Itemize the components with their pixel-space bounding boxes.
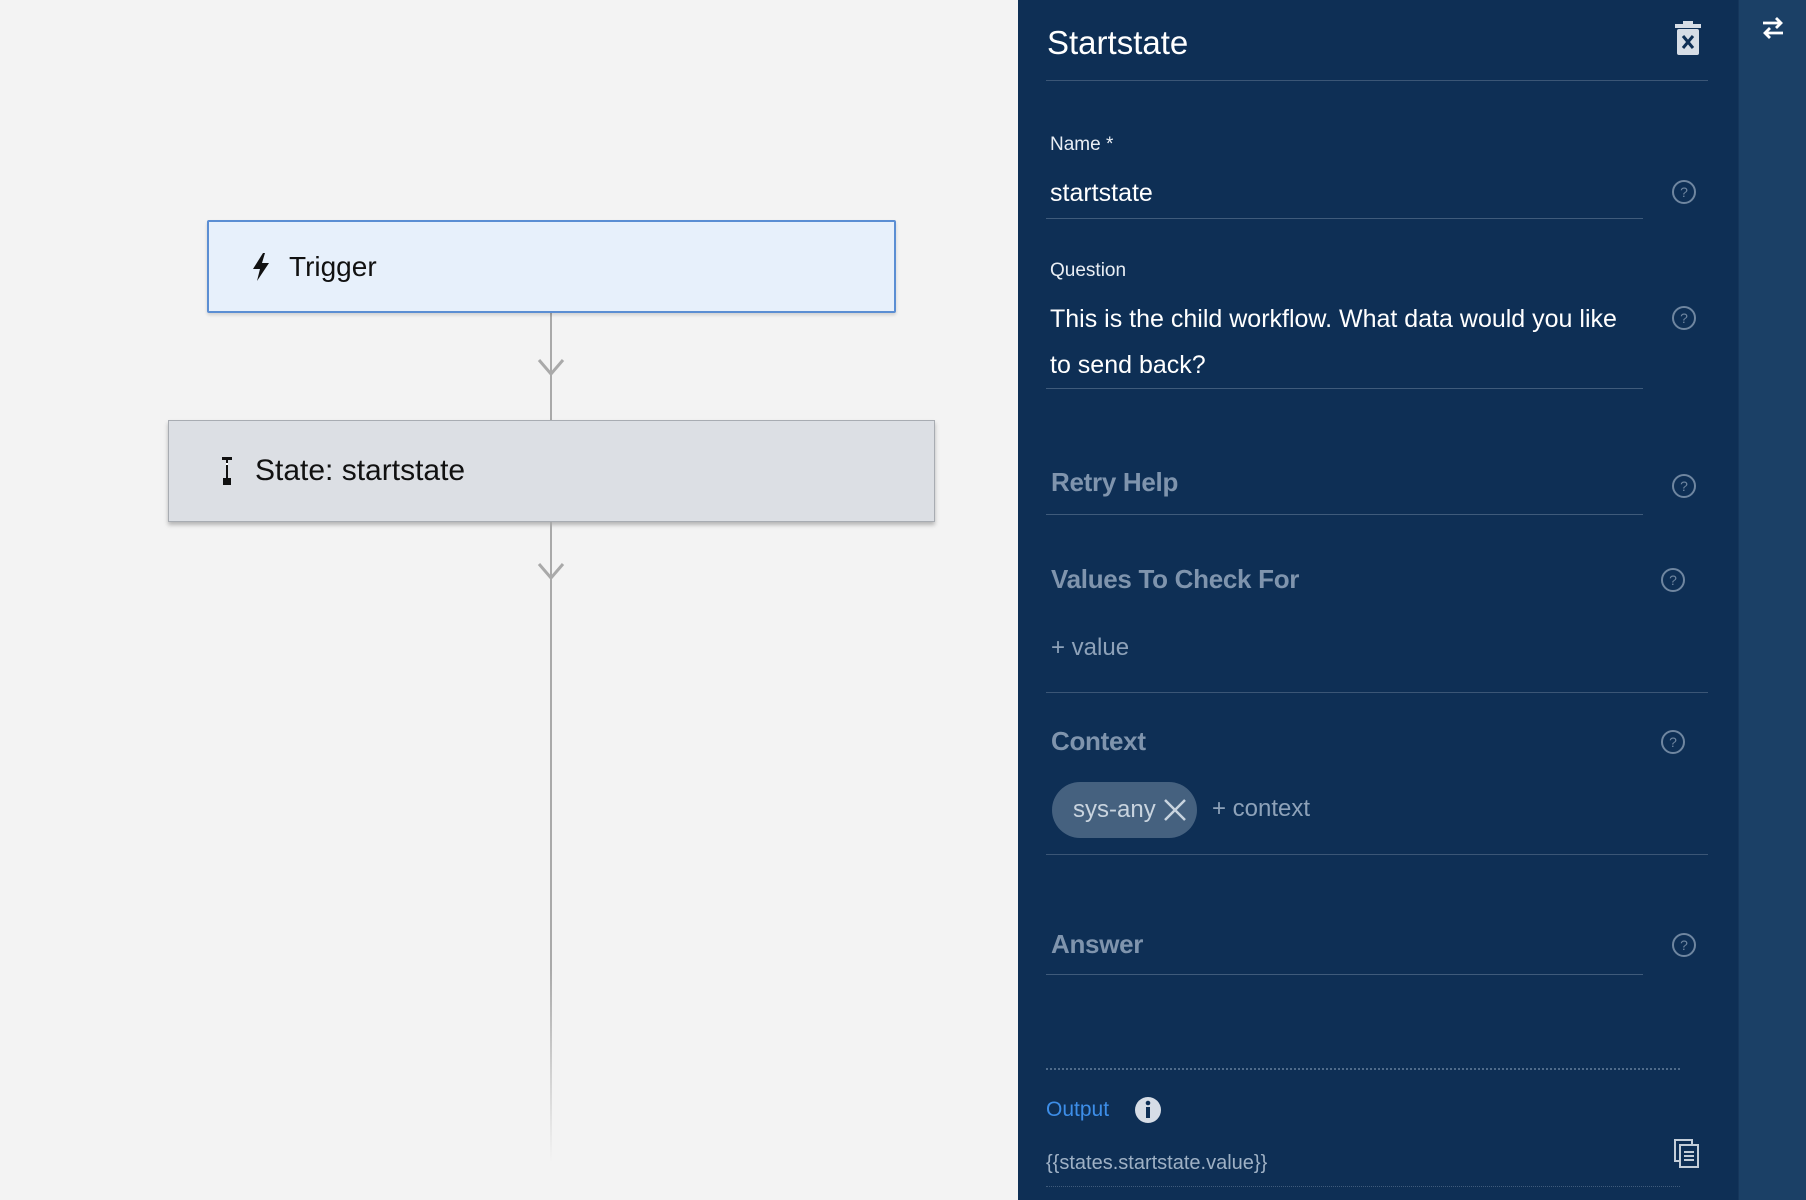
context-chip: sys-any bbox=[1052, 782, 1197, 838]
svg-text:?: ? bbox=[1680, 478, 1688, 494]
text-cursor-icon bbox=[213, 455, 241, 487]
add-context-link[interactable]: + context bbox=[1212, 795, 1311, 822]
name-label: Name * bbox=[1050, 134, 1114, 155]
svg-text:?: ? bbox=[1680, 937, 1688, 953]
context-divider bbox=[1046, 854, 1708, 855]
retry-help-field[interactable]: Retry Help bbox=[1051, 467, 1179, 497]
panel-title: Startstate bbox=[1047, 24, 1189, 61]
question-input[interactable]: This is the child workflow. What data wo… bbox=[1050, 305, 1617, 379]
context-chip-label: sys-any bbox=[1073, 796, 1156, 823]
trash-icon bbox=[1673, 21, 1703, 60]
help-icon[interactable]: ? bbox=[1671, 179, 1697, 205]
workflow-canvas[interactable]: Trigger State: startstate bbox=[0, 0, 1018, 1200]
help-icon[interactable]: ? bbox=[1660, 729, 1686, 755]
connector-line bbox=[550, 522, 552, 1162]
help-icon[interactable]: ? bbox=[1671, 473, 1697, 499]
help-icon[interactable]: ? bbox=[1671, 932, 1697, 958]
trigger-node-label: Trigger bbox=[289, 250, 377, 282]
svg-text:?: ? bbox=[1669, 734, 1677, 750]
context-heading: Context bbox=[1051, 726, 1146, 756]
name-input[interactable]: startstate bbox=[1050, 179, 1153, 207]
output-label: Output bbox=[1046, 1098, 1110, 1121]
title-divider bbox=[1046, 80, 1708, 81]
question-label: Question bbox=[1050, 260, 1127, 281]
state-node-label: State: startstate bbox=[255, 454, 466, 487]
name-underline bbox=[1046, 218, 1643, 219]
values-divider bbox=[1046, 692, 1708, 693]
connector-arrow-icon bbox=[537, 358, 565, 378]
remove-chip-icon[interactable] bbox=[1162, 797, 1188, 823]
state-node[interactable]: State: startstate bbox=[168, 420, 935, 522]
retry-help-underline bbox=[1046, 514, 1643, 515]
answer-underline bbox=[1046, 974, 1643, 975]
swap-arrows-icon bbox=[1759, 17, 1787, 46]
help-icon[interactable]: ? bbox=[1671, 305, 1697, 331]
copy-icon[interactable] bbox=[1674, 1139, 1700, 1169]
swap-panel-button[interactable] bbox=[1759, 14, 1787, 42]
output-separator bbox=[1046, 1068, 1680, 1070]
lightning-bolt-icon bbox=[247, 251, 275, 283]
question-underline bbox=[1046, 388, 1643, 389]
properties-panel: Startstate Name * startstate ? Question … bbox=[1018, 0, 1738, 1200]
delete-button[interactable] bbox=[1673, 20, 1707, 60]
add-value-link[interactable]: + value bbox=[1051, 634, 1130, 661]
right-toolbar bbox=[1738, 0, 1806, 1200]
output-value: {{states.startstate.value}} bbox=[1046, 1152, 1268, 1174]
svg-text:?: ? bbox=[1680, 184, 1688, 200]
svg-text:?: ? bbox=[1669, 572, 1677, 588]
help-icon[interactable]: ? bbox=[1660, 567, 1686, 593]
values-to-check-heading: Values To Check For bbox=[1051, 564, 1300, 594]
answer-field[interactable]: Answer bbox=[1051, 929, 1144, 959]
trigger-node[interactable]: Trigger bbox=[207, 220, 896, 313]
connector-line bbox=[550, 312, 552, 420]
info-icon[interactable] bbox=[1134, 1096, 1162, 1124]
connector-arrow-icon bbox=[537, 562, 565, 582]
output-underline bbox=[1046, 1186, 1680, 1187]
svg-text:?: ? bbox=[1680, 310, 1688, 326]
